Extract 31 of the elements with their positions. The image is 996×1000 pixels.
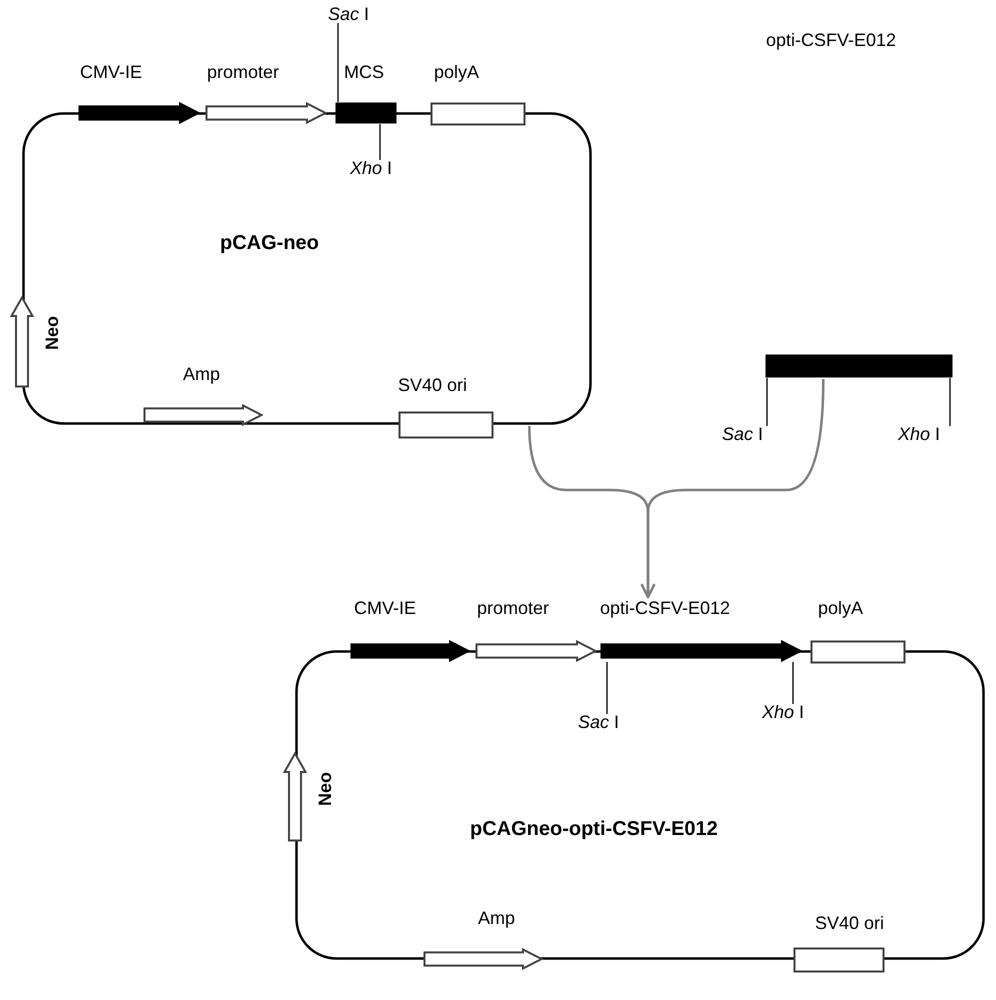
merge-arrow [640, 378, 825, 598]
feature-label: Amp [183, 364, 220, 384]
insert-name: opti-CSFV-E012 [766, 30, 896, 51]
restriction-site-label: Xho I [762, 702, 804, 723]
restriction-site-label: Sac I [722, 424, 764, 445]
restriction-site-label: Xho I [350, 158, 392, 179]
feature-label: SV40 ori [815, 913, 884, 933]
leader-line [949, 378, 951, 426]
feature-label: Neo [315, 772, 335, 806]
feature-label: Neo [42, 316, 62, 350]
restriction-site-label: Sac I [578, 712, 620, 733]
feature-label: polyA [818, 598, 864, 618]
leader-line [766, 378, 768, 426]
feature-label: opti-CSFV-E012 [600, 598, 730, 618]
feature-label: promoter [477, 598, 550, 618]
plasmid-name: pCAGneo-opti-CSFV-E012 [470, 818, 718, 841]
feature-label: polyA [434, 62, 480, 82]
feature-label: promoter [207, 62, 280, 82]
leader-line [606, 662, 608, 714]
leader-line [792, 662, 794, 704]
feature-label: SV40 ori [398, 375, 468, 395]
feature-label: CMV-IE [354, 598, 416, 618]
feature-label: MCS [344, 62, 384, 82]
plasmid-name: pCAG-neo [220, 232, 319, 255]
restriction-site-label: Xho I [898, 424, 940, 445]
leader-line [337, 23, 339, 102]
insert-bar [765, 354, 953, 378]
leader-line [379, 124, 381, 160]
feature-label: CMV-IE [80, 62, 142, 82]
restriction-site-label: Sac I [328, 4, 370, 25]
feature-label: Amp [478, 908, 516, 928]
